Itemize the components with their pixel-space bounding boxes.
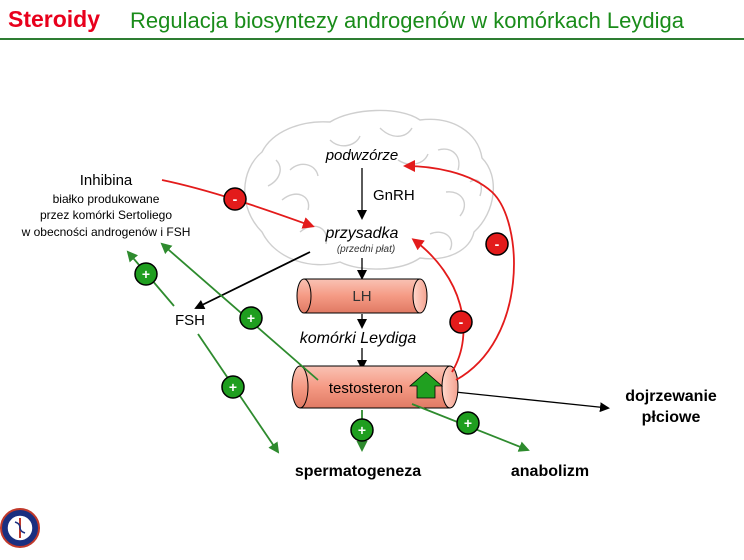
anabolism-label: anabolizm	[511, 463, 589, 480]
lh-cylinder	[296, 278, 428, 314]
leydig-cells-label: komórki Leydiga	[300, 330, 417, 347]
fsh-inhibin-plus-badge: +	[134, 262, 158, 286]
lh-label: LH	[352, 288, 371, 305]
testosterone-spermatogenesis-plus-badge: +	[350, 418, 374, 442]
pituitary-to-fsh-arrow	[194, 251, 311, 309]
university-seal-icon	[0, 508, 40, 548]
testosterone-inhibin-plus-badge: +	[239, 306, 263, 330]
hypothalamus-feedback-minus-badge: -	[485, 232, 509, 256]
svg-text:+: +	[142, 266, 150, 282]
inhibin-desc-line2: przez komórki Sertoliego	[40, 208, 172, 222]
testosterone-label: testosteron	[329, 380, 403, 397]
testosterone-to-inhibin-arrow	[160, 242, 319, 381]
inhibin-desc-line1: białko produkowane	[53, 192, 160, 206]
up-arrow-icon	[408, 371, 444, 399]
hypothalamus-label: podwzórze	[325, 147, 399, 164]
puberty-label-line2: płciowe	[642, 409, 701, 426]
pituitary-label: przysadka	[325, 225, 399, 242]
pituitary-note-label: (przedni płat)	[337, 244, 395, 255]
inhibin-title: Inhibina	[80, 172, 133, 189]
svg-text:+: +	[247, 310, 255, 326]
testosterone-to-puberty-arrow	[454, 391, 610, 413]
testosterone-pituitary-feedback-arrow	[411, 238, 465, 373]
spermatogenesis-label: spermatogeneza	[295, 463, 421, 480]
inhibin-desc-line3: w obecności androgenów i FSH	[21, 225, 191, 239]
svg-text:+: +	[229, 379, 237, 395]
testosterone-anabolism-plus-badge: +	[456, 411, 480, 435]
slide-subtitle: Regulacja biosyntezy androgenów w komórk…	[130, 8, 684, 33]
slide-header: Steroidy Regulacja biosyntezy androgenów…	[0, 0, 744, 40]
svg-text:-: -	[495, 236, 500, 252]
slide-title: Steroidy	[8, 6, 101, 32]
svg-text:-: -	[233, 191, 238, 207]
inhibin-minus-badge: -	[223, 187, 247, 211]
testosterone-hypothalamus-feedback-arrow	[403, 160, 515, 381]
puberty-label-line1: dojrzewanie	[625, 388, 717, 405]
svg-text:-: -	[459, 314, 464, 330]
fsh-label: FSH	[175, 312, 205, 329]
svg-text:+: +	[464, 415, 472, 431]
gnrh-label: GnRH	[373, 187, 415, 204]
pituitary-feedback-minus-badge: -	[449, 310, 473, 334]
header-divider	[0, 38, 744, 40]
brain-outline-icon	[244, 109, 494, 270]
fsh-spermatogenesis-plus-badge: +	[221, 375, 245, 399]
svg-text:+: +	[358, 422, 366, 438]
